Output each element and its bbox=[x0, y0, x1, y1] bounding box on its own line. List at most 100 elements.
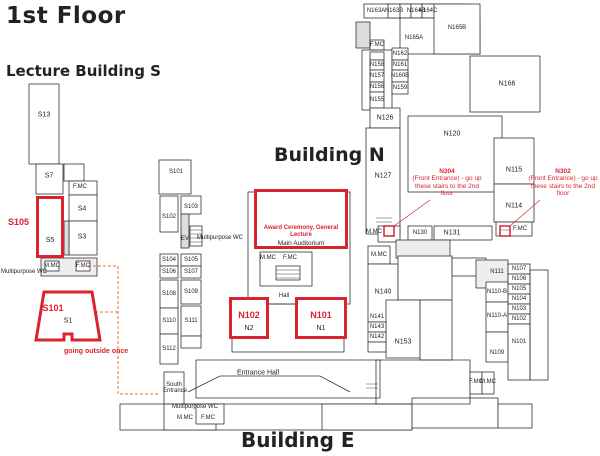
s103-label: S103 bbox=[183, 204, 199, 210]
s3-label: S3 bbox=[77, 233, 87, 241]
fmc-label-n3: F.MC bbox=[469, 379, 483, 385]
n104-label: N104 bbox=[511, 296, 527, 302]
multipurpose-wc-label-s: Multipurpose WC bbox=[0, 269, 48, 275]
n131-label: N131 bbox=[443, 229, 461, 237]
n156-label: N156 bbox=[369, 84, 385, 90]
mmc-label-e: M.MC bbox=[177, 415, 193, 421]
s107-label: S107 bbox=[183, 269, 199, 275]
s7-label: S7 bbox=[44, 172, 54, 180]
n158-label: N158 bbox=[369, 62, 385, 68]
n166-label: N166 bbox=[498, 80, 516, 88]
ev-label-s: EV bbox=[180, 236, 190, 242]
n302-note-body: (Front Entrance) - go up these stairs to… bbox=[528, 175, 598, 198]
s112-label: S112 bbox=[162, 346, 176, 352]
room-n102-highlight: N102 N2 bbox=[229, 297, 269, 339]
fmc-label-n: F.MC bbox=[370, 42, 384, 48]
n161-label: N161 bbox=[392, 62, 408, 68]
building-s-title: Lecture Building S bbox=[6, 62, 161, 80]
s109-label: S109 bbox=[183, 289, 199, 295]
mmc-label-n2: M.MC bbox=[371, 252, 387, 258]
fmc-label-s: F.MC bbox=[73, 184, 87, 190]
s104-label: S104 bbox=[161, 257, 177, 263]
fmc-label-s2: F.MC bbox=[76, 263, 90, 269]
n304-note: N304 (Front Entrance) - go up these stai… bbox=[412, 168, 482, 198]
mmc-label-aud: M.MC bbox=[260, 255, 276, 261]
n164c-label: N164C bbox=[418, 8, 438, 14]
entrance-hall-label: Entrance Hall bbox=[236, 369, 280, 377]
n159-label: N159 bbox=[392, 85, 408, 91]
building-e-title: Building E bbox=[241, 428, 355, 452]
room-s3-shape bbox=[68, 220, 98, 256]
n102b-label: N102 bbox=[511, 316, 527, 322]
main-auditorium-highlight: Award Ceremony, General Lecture Main Aud… bbox=[254, 189, 348, 249]
n111-label: N111 bbox=[490, 269, 504, 275]
s105-label: S105 bbox=[8, 217, 30, 227]
n165a-label: N165A bbox=[404, 35, 424, 41]
n304-note-body: (Front Entrance) - go up these stairs to… bbox=[412, 175, 482, 198]
going-outside-note: going outside once bbox=[64, 348, 129, 355]
n114-label: N114 bbox=[505, 202, 523, 210]
n304-stairs-marker bbox=[383, 225, 395, 237]
hall-label: Hall bbox=[278, 293, 290, 299]
n141-label: N141 bbox=[369, 314, 385, 320]
multipurpose-wc-label-mid: Multipurpose WC bbox=[196, 235, 244, 241]
n107-label: N107 bbox=[511, 266, 527, 272]
n109-label: N109 bbox=[489, 350, 505, 356]
fmc-label-n2: F.MC bbox=[513, 226, 527, 232]
n101-label: N101 bbox=[310, 310, 332, 320]
room-s7-shape bbox=[35, 163, 64, 195]
room-s5-label: S5 bbox=[45, 237, 55, 244]
s101-label: S101 bbox=[42, 303, 64, 313]
n302-note: N302 (Front Entrance) - go up these stai… bbox=[528, 168, 598, 198]
s101-b-label: S101 bbox=[168, 169, 184, 175]
n105-label: N105 bbox=[511, 286, 527, 292]
room-n101-highlight: N101 N1 bbox=[295, 297, 347, 339]
n153-label: N153 bbox=[394, 338, 412, 346]
room-s101-highlight bbox=[34, 290, 102, 342]
s13-label: S13 bbox=[37, 111, 51, 119]
n120-label: N120 bbox=[443, 130, 461, 138]
s111-label: S111 bbox=[184, 318, 198, 324]
room-s4-shape bbox=[68, 194, 98, 222]
building-n-title: Building N bbox=[274, 144, 385, 166]
n127-label: N127 bbox=[374, 172, 392, 180]
n163b-label: N163B bbox=[384, 8, 404, 14]
floor-title: 1st Floor bbox=[6, 3, 126, 29]
n155-label: N155 bbox=[369, 97, 385, 103]
n302-note-title: N302 bbox=[555, 168, 571, 175]
multipurpose-wc-label-e: Multipurpose WC bbox=[171, 404, 219, 410]
n102-label: N102 bbox=[238, 310, 260, 320]
n103-label: N103 bbox=[511, 306, 527, 312]
s105-b-label: S105 bbox=[183, 257, 199, 263]
n165b-label: N165B bbox=[447, 25, 467, 31]
s108-label: S108 bbox=[161, 291, 177, 297]
south-entrance-label: South Entrance bbox=[163, 382, 188, 394]
n115-label: N115 bbox=[505, 166, 523, 174]
n160b-label: N160B bbox=[390, 73, 410, 79]
mwc-label-n: M.MC bbox=[366, 229, 382, 235]
s106-label: S106 bbox=[161, 269, 177, 275]
room-n153-shape bbox=[385, 299, 421, 359]
n142-label: N142 bbox=[369, 334, 385, 340]
n143-label: N143 bbox=[369, 324, 385, 330]
n110a-label: N110-A bbox=[487, 313, 507, 319]
s4-label: S4 bbox=[77, 205, 87, 213]
fmc-label-e: F.MC bbox=[201, 415, 215, 421]
auditorium-event-label: Award Ceremony, General Lecture bbox=[263, 225, 339, 239]
mmc-label-s: M.MC bbox=[44, 263, 60, 269]
n164b-label: N164B bbox=[406, 8, 426, 14]
n130-label: N130 bbox=[412, 230, 428, 236]
s102-label: S102 bbox=[161, 214, 177, 220]
n106-label: N106 bbox=[511, 276, 527, 282]
n302-stairs-marker bbox=[499, 225, 511, 237]
s110-label: S110 bbox=[162, 318, 176, 324]
n101b-label: N101 bbox=[511, 339, 527, 345]
auditorium-name-label: Main Auditorium bbox=[277, 240, 325, 247]
room-s105-highlight: S5 bbox=[36, 196, 64, 258]
n163a-label: N163A bbox=[366, 8, 386, 14]
n110b-label: N110-B bbox=[487, 289, 507, 295]
n157-label: N157 bbox=[369, 73, 385, 79]
n1-label: N1 bbox=[316, 325, 326, 332]
